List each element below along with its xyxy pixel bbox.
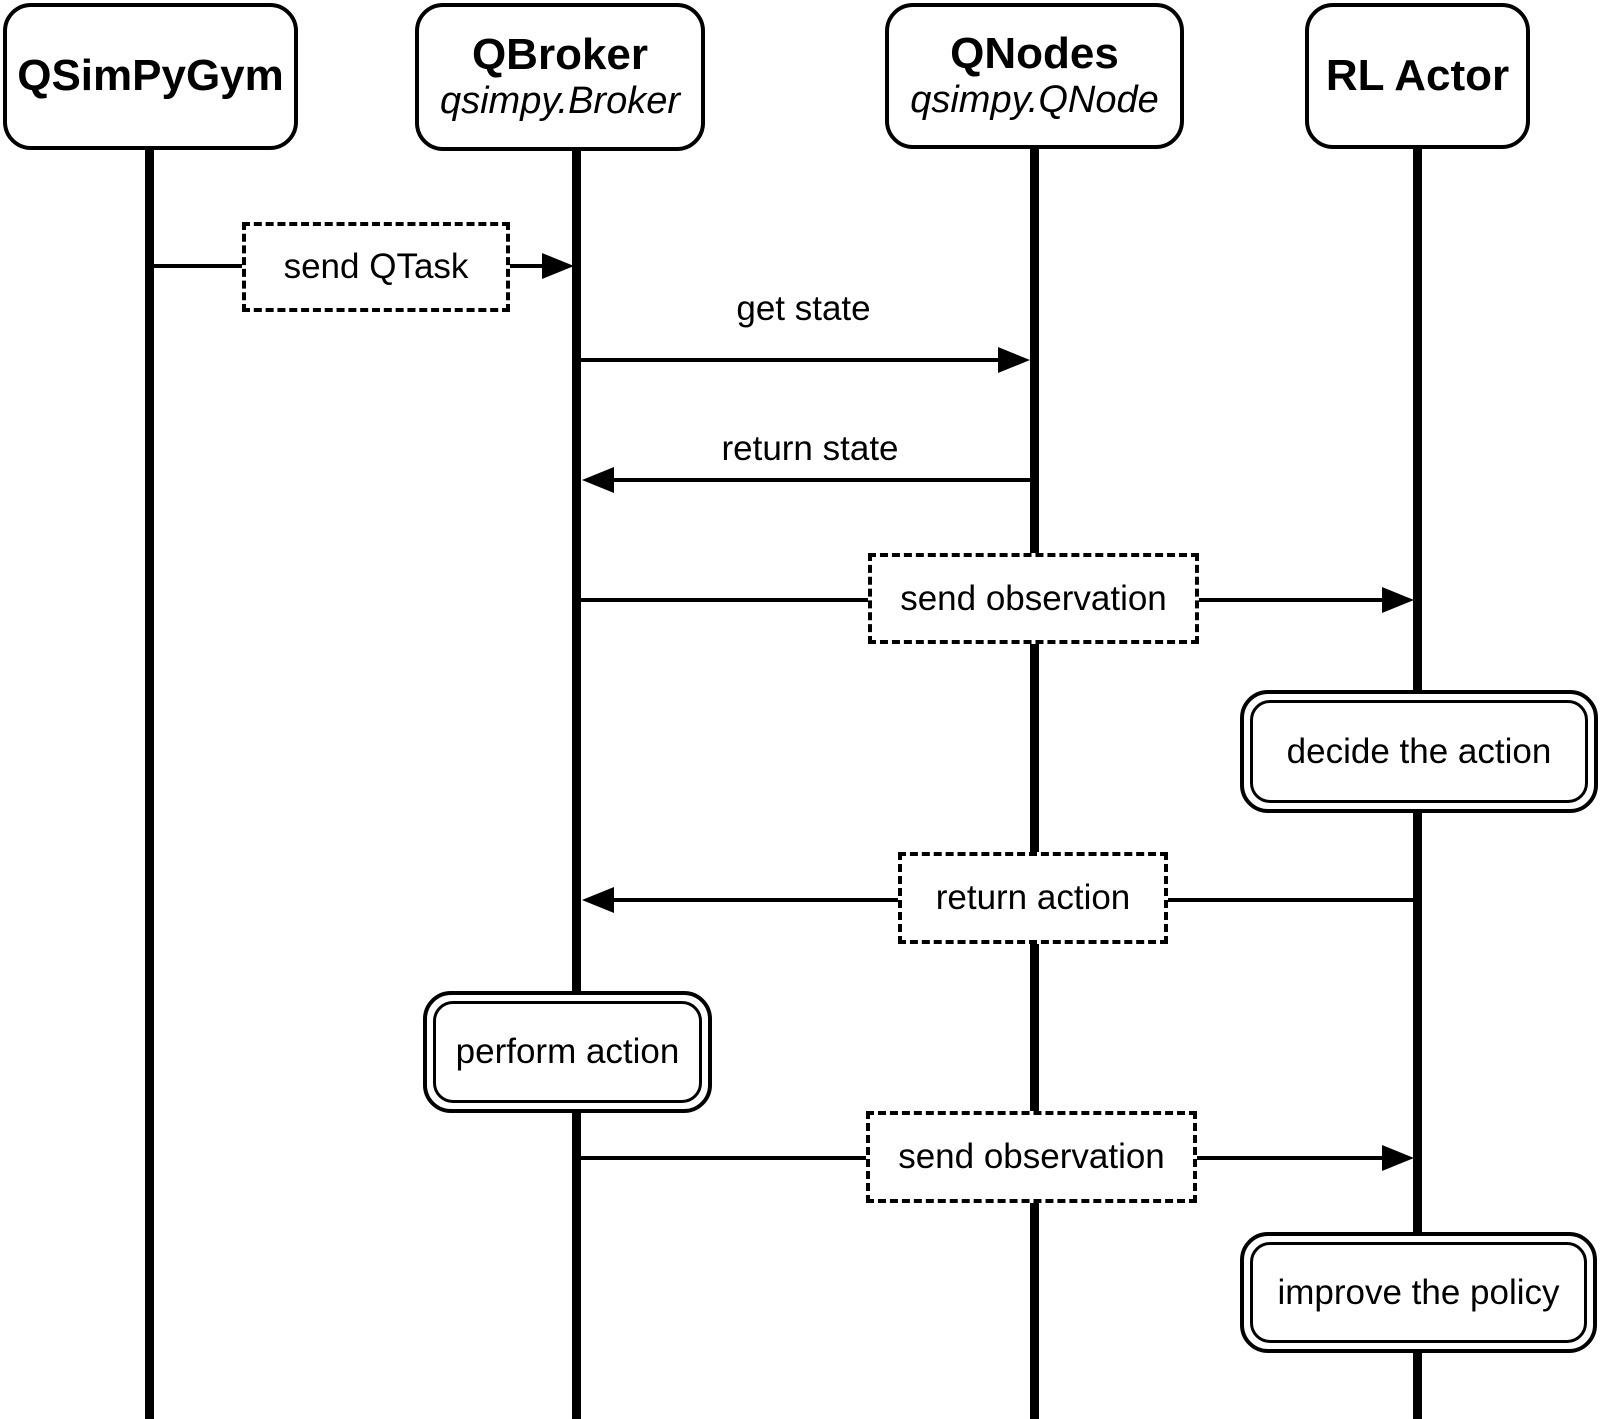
actor-title: QSimPyGym <box>17 51 284 101</box>
actor-subtitle: qsimpy.Broker <box>439 80 681 123</box>
arrowhead-right-icon <box>542 253 574 279</box>
actor-box-rl-actor: RL Actor <box>1305 3 1530 149</box>
actor-title: QNodes <box>950 28 1119 78</box>
arrowhead-right-icon <box>1382 1145 1414 1171</box>
message-line <box>1168 898 1418 902</box>
message-label-box: return action <box>898 852 1168 944</box>
actor-box-qsimpygym: QSimPyGym <box>3 3 298 150</box>
message-line <box>1199 598 1382 602</box>
message-line <box>1197 1156 1382 1160</box>
message-line <box>510 264 544 268</box>
arrowhead-left-icon <box>582 467 614 493</box>
actor-title: QBroker <box>471 29 649 79</box>
message-label: get state <box>736 289 871 328</box>
message-label: return state <box>721 429 899 468</box>
message-line <box>577 358 1001 362</box>
actor-title: RL Actor <box>1325 50 1510 100</box>
arrowhead-right-icon <box>1382 587 1414 613</box>
message-label: return action <box>935 878 1131 917</box>
message-line <box>581 1156 866 1160</box>
message-line <box>150 264 242 268</box>
actor-box-qbroker: QBroker qsimpy.Broker <box>415 3 705 151</box>
message-label: send observation <box>898 1137 1165 1176</box>
lifeline-qnodes <box>1030 147 1039 1419</box>
actor-box-qnodes: QNodes qsimpy.QNode <box>885 3 1184 149</box>
message-label: send QTask <box>283 247 469 286</box>
message-line <box>581 598 868 602</box>
message-line <box>611 898 898 902</box>
activity-perform-action: perform action <box>423 991 712 1113</box>
lifeline-qbroker <box>572 149 581 1419</box>
arrowhead-left-icon <box>582 887 614 913</box>
message-label-box: send QTask <box>242 222 510 312</box>
actor-subtitle: qsimpy.QNode <box>910 79 1159 122</box>
activity-improve-the-policy: improve the policy <box>1240 1232 1597 1353</box>
activity-label: perform action <box>433 1001 702 1103</box>
lifeline-qsimpygym <box>145 148 154 1419</box>
message-label-box: send observation <box>868 553 1199 644</box>
arrowhead-right-icon <box>998 347 1030 373</box>
message-label: send observation <box>900 578 1167 618</box>
activity-decide-the-action: decide the action <box>1240 690 1598 813</box>
activity-label: decide the action <box>1250 700 1588 803</box>
activity-label: improve the policy <box>1250 1242 1587 1343</box>
message-line <box>611 478 1035 482</box>
message-label-box: send observation <box>866 1111 1197 1203</box>
